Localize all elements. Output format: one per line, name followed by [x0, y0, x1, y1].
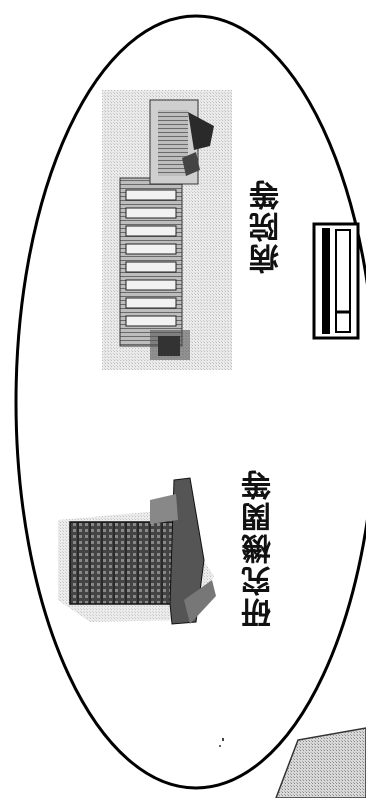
bottom-corner-shape	[275, 727, 366, 798]
research-institution-image	[58, 477, 216, 625]
right-arrow-marker	[312, 222, 360, 340]
hospital-image	[102, 90, 232, 370]
research-institution-label: 研究機関等	[242, 468, 277, 628]
speck-mark	[219, 738, 224, 747]
region-ellipse	[14, 14, 366, 790]
hospital-label: 病院等	[250, 178, 285, 274]
